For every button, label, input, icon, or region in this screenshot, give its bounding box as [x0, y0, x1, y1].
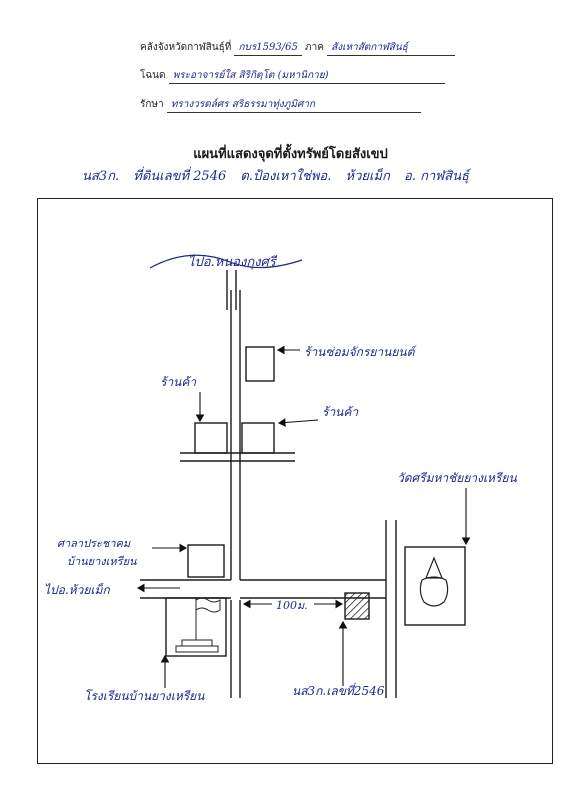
shop-left-building	[194, 422, 228, 454]
label-temple: วัดศรีมหาชัยยางเหรียน	[397, 471, 517, 485]
label-shop-left: ร้านค้า	[160, 375, 197, 389]
hall-building	[187, 544, 225, 578]
temple-building	[404, 546, 466, 626]
parcel-subdistrict: ต.ป้องเหาใช่พอ.	[240, 169, 332, 184]
label-property: นส3ก.เลขที่2546	[292, 682, 385, 698]
header-line-1: คลังจังหวัดกาฬสินธุ์ที่ กบร1593/65 ภาค ส…	[140, 40, 456, 56]
label-distance: 100ม.	[276, 599, 308, 612]
stupa-icon	[419, 556, 449, 607]
label-to-huai-mek: ไปอ.ห้วยเม็ก	[44, 582, 110, 597]
label-to-nong-kung-si: ไปอ.หนองกุงศรี	[188, 254, 278, 270]
label-shop-right: ร้านค้า	[322, 405, 359, 419]
map-frame	[37, 198, 553, 764]
label-hall-line1: ศาลาประชาคม	[57, 537, 131, 550]
owner-name: พระอาจารย์ใส สิริกิตฺโต (มหานิกาย)	[168, 68, 445, 84]
label-school: โรงเรียนบ้านยางเหรียน	[84, 689, 205, 703]
office-label: คลังจังหวัดกาฬสินธุ์ที่	[140, 42, 232, 53]
arrow-shop-right	[277, 418, 319, 427]
parcel-deed: ที่ดินเลขที่ 2546	[133, 169, 227, 184]
property-parcel	[344, 592, 370, 620]
header-line-2: โฉนด พระอาจารย์ใส สิริกิตฺโต (มหานิกาย)	[140, 68, 445, 84]
region-label: ภาค	[305, 42, 324, 53]
document-number: กบร1593/65	[234, 40, 302, 56]
label-hall-line2: บ้านยางเหรียน	[67, 555, 137, 568]
parcel-line: นส3ก. ที่ดินเลขที่ 2546 ต.ป้องเหาใช่พอ. …	[82, 165, 479, 186]
map-title: แผนที่แสดงจุดที่ตั้งทรัพย์โดยสังเขป	[193, 147, 388, 162]
province-office: สังเหาสัตกาฬสินธุ์	[327, 40, 456, 56]
keeper-name: ทรางวรดล์ศร สริธรรมาทุ่งภูมิศาก	[166, 97, 421, 113]
shop-right-building	[241, 422, 275, 454]
parcel-district: ห้วยเม็ก	[345, 169, 390, 184]
parcel-code: นส3ก.	[82, 169, 120, 184]
north-label-curve	[149, 254, 303, 269]
deed-label: โฉนด	[140, 70, 166, 81]
label-repair-shop: ร้านซ่อมจักรยานยนต์	[304, 345, 417, 359]
header-line-3: รักษา ทรางวรดล์ศร สริธรรมาทุ่งภูมิศาก	[140, 97, 421, 113]
parcel-province: อ. กาฬสินธุ์	[404, 169, 469, 184]
keeper-label: รักษา	[140, 99, 164, 110]
repair-shop-building	[245, 346, 275, 382]
flag-icon	[175, 597, 221, 653]
